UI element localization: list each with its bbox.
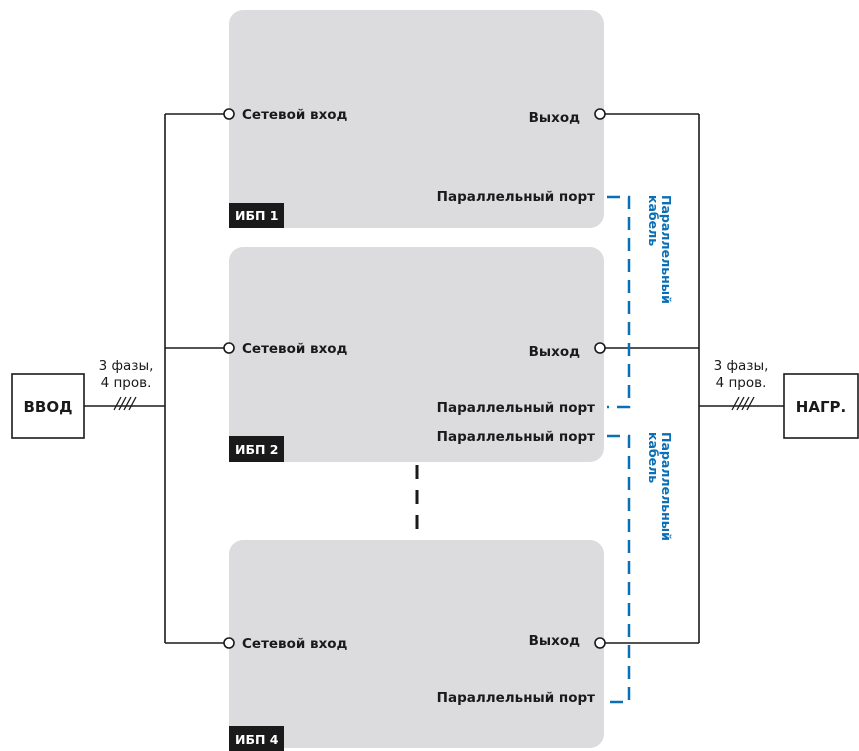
ups-2-parallel-label-1: Параллельный порт <box>437 400 595 416</box>
parallel-cable-2-label: Параллельный кабель <box>646 432 674 541</box>
load-box-label: НАГР. <box>796 398 846 416</box>
ups-4-box <box>229 540 604 748</box>
input-box-label: ВВОД <box>24 398 73 416</box>
ups-4-output-port <box>594 637 606 649</box>
ups-1-input-label: Сетевой вход <box>242 107 348 123</box>
parallel-cable-2 <box>607 434 631 704</box>
load-wire-label-line2: 4 пров. <box>716 375 767 391</box>
parallel-cable-2-line2: кабель <box>646 432 661 483</box>
ups-2-parallel-label-2: Параллельный порт <box>437 429 595 445</box>
ups-2-input-label: Сетевой вход <box>242 341 348 357</box>
parallel-cable-2-line1: Параллельный <box>659 432 674 541</box>
input-wire-label-line2: 4 пров. <box>101 375 152 391</box>
ups-4-tag-text: ИБП 4 <box>235 732 279 747</box>
parallel-cable-1-line2: кабель <box>646 195 661 246</box>
ups-1-input-port <box>223 108 235 120</box>
parallel-cable-1 <box>607 195 631 409</box>
ups-4-output-label: Выход <box>529 633 580 649</box>
ups-4-tag: ИБП 4 <box>229 726 284 751</box>
ups-2-output-label: Выход <box>529 344 580 360</box>
input-box <box>11 373 85 439</box>
ups-4-input-label: Сетевой вход <box>242 636 348 652</box>
ups-1-tag: ИБП 1 <box>229 203 284 228</box>
load-wire-label-line1: 3 фазы, <box>714 358 769 374</box>
load-box <box>783 373 859 439</box>
ups-2-box <box>229 247 604 462</box>
input-wire-ticks <box>113 396 137 411</box>
ups-4-parallel-label: Параллельный порт <box>437 690 595 706</box>
ups-1-tag-text: ИБП 1 <box>235 208 279 223</box>
ups-2-tag-text: ИБП 2 <box>235 442 279 457</box>
load-wire-ticks <box>731 396 755 411</box>
ups-1-output-label: Выход <box>529 110 580 126</box>
ups-2-tag: ИБП 2 <box>229 436 284 462</box>
parallel-cable-1-label: Параллельный кабель <box>646 195 674 304</box>
parallel-cable-1-line1: Параллельный <box>659 195 674 304</box>
ups-2-output-port <box>594 342 606 354</box>
ups-2-input-port <box>223 342 235 354</box>
ups-1-output-port <box>594 108 606 120</box>
ups-4-input-port <box>223 637 235 649</box>
input-wire-label-line1: 3 фазы, <box>99 358 154 374</box>
ups-1-parallel-label: Параллельный порт <box>437 189 595 205</box>
ups-1-box <box>229 10 604 228</box>
